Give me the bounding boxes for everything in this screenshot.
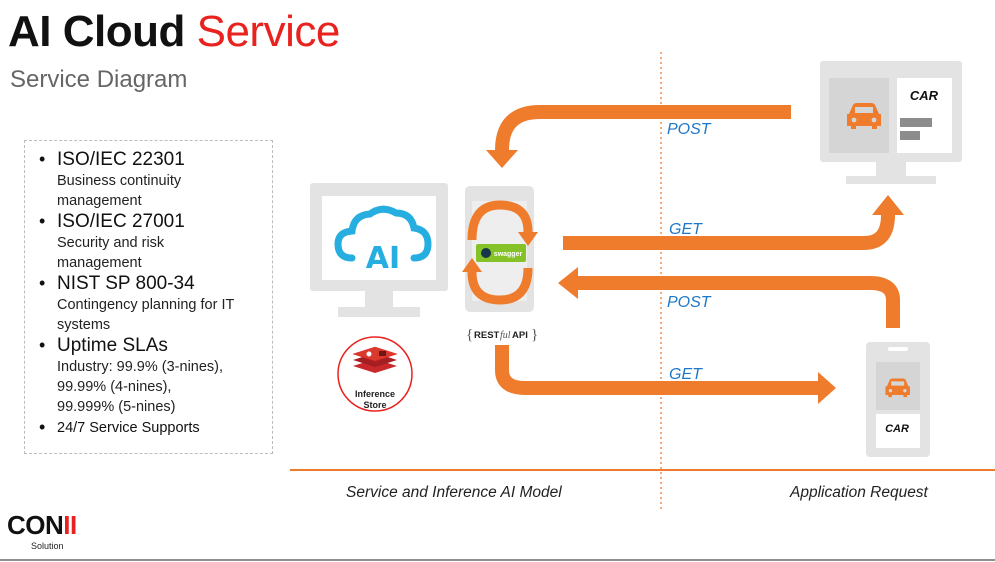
cloud-icon <box>334 205 432 262</box>
svg-text:REST: REST <box>474 330 500 341</box>
inference-store-icon: Inference Store <box>337 336 413 412</box>
arrowhead-get-bottom <box>818 372 836 404</box>
label-post-bottom: POST <box>667 294 711 311</box>
label-post-top: POST <box>667 121 711 138</box>
cycle-arrowhead <box>518 232 538 246</box>
caption-application: Application Request <box>790 484 928 501</box>
standard-title: 24/7 Service Supports <box>57 420 200 436</box>
label-get-top: GET <box>669 221 702 238</box>
standard-title: NIST SP 800-34 <box>57 273 195 294</box>
standard-item: Uptime SLAs Industry: 99.9% (3-nines), 9… <box>39 335 272 417</box>
arrow-get-bottom <box>495 345 820 395</box>
ai-text: AI <box>366 241 400 276</box>
standards-box: ISO/IEC 22301 Business continuity manage… <box>24 140 273 454</box>
svg-text:ful: ful <box>500 330 511 341</box>
standard-item: 24/7 Service Supports <box>39 417 272 439</box>
standard-title: ISO/IEC 27001 <box>57 211 185 232</box>
standard-item: ISO/IEC 27001 Security and risk manageme… <box>39 211 272 273</box>
standard-title: ISO/IEC 22301 <box>57 149 185 170</box>
caption-service: Service and Inference AI Model <box>346 484 562 501</box>
page-subtitle: Service Diagram <box>10 66 188 93</box>
swagger-text: swagger <box>494 251 523 258</box>
restful-api-label: { REST ful API } <box>466 327 538 343</box>
label-get-bottom: GET <box>669 366 702 383</box>
standard-desc: Business continuity management <box>57 173 182 209</box>
car-icon <box>885 378 910 398</box>
car-icon <box>847 103 881 129</box>
title-accent: Service <box>196 7 341 56</box>
logo-bars: II <box>63 510 77 540</box>
svg-text:API: API <box>512 330 528 341</box>
svg-text:}: } <box>531 327 538 343</box>
car-label-phone: CAR <box>885 423 909 435</box>
svg-text:{: { <box>466 327 473 343</box>
svg-text:Inference: Inference <box>355 389 395 399</box>
cycle-arrowhead <box>462 258 482 272</box>
standard-desc: Security and risk management <box>57 235 165 271</box>
svg-text:Store: Store <box>363 400 386 410</box>
standard-desc: Contingency planning for IT systems <box>57 297 235 333</box>
page-title: AI Cloud Service <box>8 7 341 56</box>
logo-text: CON <box>7 510 64 540</box>
phone-car-app <box>866 342 930 457</box>
monitor-car-app <box>820 61 962 184</box>
arrow-get-top <box>563 214 895 250</box>
standards-list: ISO/IEC 22301 Business continuity manage… <box>25 141 272 439</box>
arrow-post-bottom <box>578 276 900 328</box>
arrowhead-post-bottom <box>558 267 578 299</box>
logo: CONII <box>7 512 77 538</box>
car-label-monitor: CAR <box>910 88 939 103</box>
standard-item: NIST SP 800-34 Contingency planning for … <box>39 273 272 335</box>
arrowhead-get-top <box>872 195 904 215</box>
logo-subtitle: Solution <box>31 541 64 551</box>
arrow-post-top <box>495 105 791 151</box>
standard-item: ISO/IEC 22301 Business continuity manage… <box>39 149 272 211</box>
standard-desc: Industry: 99.9% (3-nines), 99.99% (4-nin… <box>57 359 224 415</box>
cycle-arrows <box>467 200 533 305</box>
arrowhead-post-top <box>486 150 518 168</box>
standard-title: Uptime SLAs <box>57 335 168 356</box>
swagger-badge: swagger <box>476 244 526 262</box>
title-main: AI Cloud <box>8 7 185 56</box>
